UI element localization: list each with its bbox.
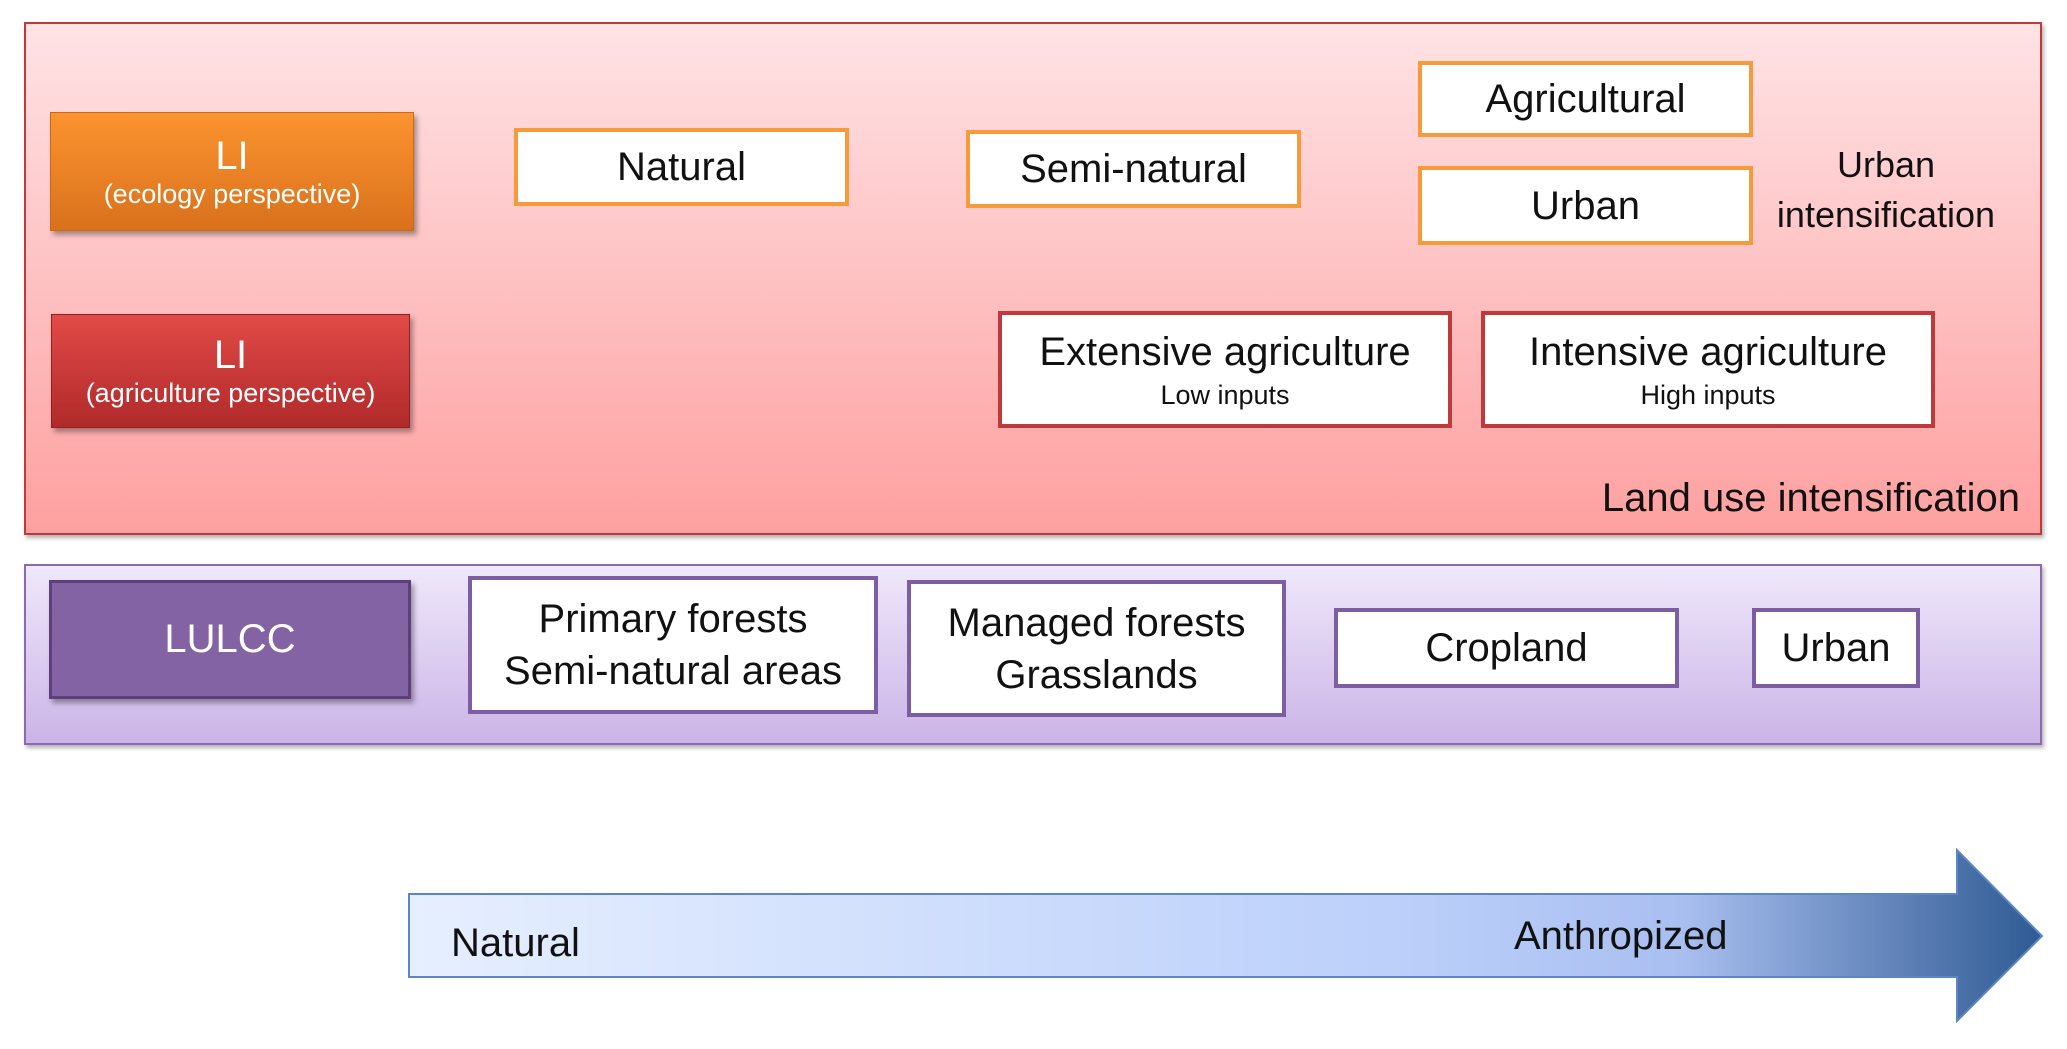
li-ecology-title: LI (215, 133, 249, 178)
extensive-agriculture-box: Extensive agriculture Low inputs (998, 311, 1452, 428)
semi-natural-box: Semi-natural (966, 130, 1301, 208)
agricultural-box: Agricultural (1418, 61, 1753, 137)
li-agriculture-title: LI (213, 333, 248, 377)
lulcc-label: LULCC (49, 580, 411, 699)
managed-forests-text: Managed forests (947, 600, 1246, 645)
urban-intensification-label: Urban intensification (1756, 140, 2016, 240)
cropland-text: Cropland (1425, 626, 1588, 670)
semi-natural-areas-text: Semi-natural areas (504, 649, 842, 693)
extensive-agriculture-title: Extensive agriculture (1039, 329, 1411, 374)
lulcc-urban-box: Urban (1752, 608, 1920, 688)
arrow-end-label: Anthropized (1514, 914, 1728, 958)
primary-forests-box: Primary forests Semi-natural areas (468, 576, 878, 714)
intensive-agriculture-title: Intensive agriculture (1529, 329, 1887, 374)
intensive-agriculture-box: Intensive agriculture High inputs (1481, 311, 1935, 428)
li-ecology-label: LI (ecology perspective) (50, 112, 414, 231)
lulcc-title: LULCC (164, 617, 296, 661)
li-ecology-subtitle: (ecology perspective) (103, 178, 361, 209)
urban-intensification-line2: intensification (1776, 194, 1996, 235)
arrow-start-label: Natural (451, 921, 580, 965)
grasslands-text: Grasslands (995, 652, 1198, 697)
natural-box: Natural (514, 128, 849, 206)
urban-text: Urban (1531, 183, 1640, 228)
li-agriculture-subtitle: (agriculture perspective) (85, 378, 376, 408)
managed-forests-box: Managed forests Grasslands (907, 580, 1286, 717)
urban-intensification-line1: Urban (1836, 144, 1936, 185)
lulcc-urban-text: Urban (1781, 626, 1891, 670)
intensive-agriculture-subtitle: High inputs (1640, 379, 1776, 410)
urban-box: Urban (1418, 166, 1753, 245)
agricultural-text: Agricultural (1485, 77, 1686, 121)
land-use-intensification-label: Land use intensification (1601, 476, 2020, 520)
natural-text: Natural (617, 145, 746, 189)
extensive-agriculture-subtitle: Low inputs (1160, 379, 1290, 410)
primary-forests-text: Primary forests (538, 597, 808, 641)
semi-natural-text: Semi-natural (1020, 147, 1247, 191)
cropland-box: Cropland (1334, 608, 1679, 688)
gradient-arrow (408, 847, 2044, 1024)
li-agriculture-label: LI (agriculture perspective) (51, 314, 410, 428)
